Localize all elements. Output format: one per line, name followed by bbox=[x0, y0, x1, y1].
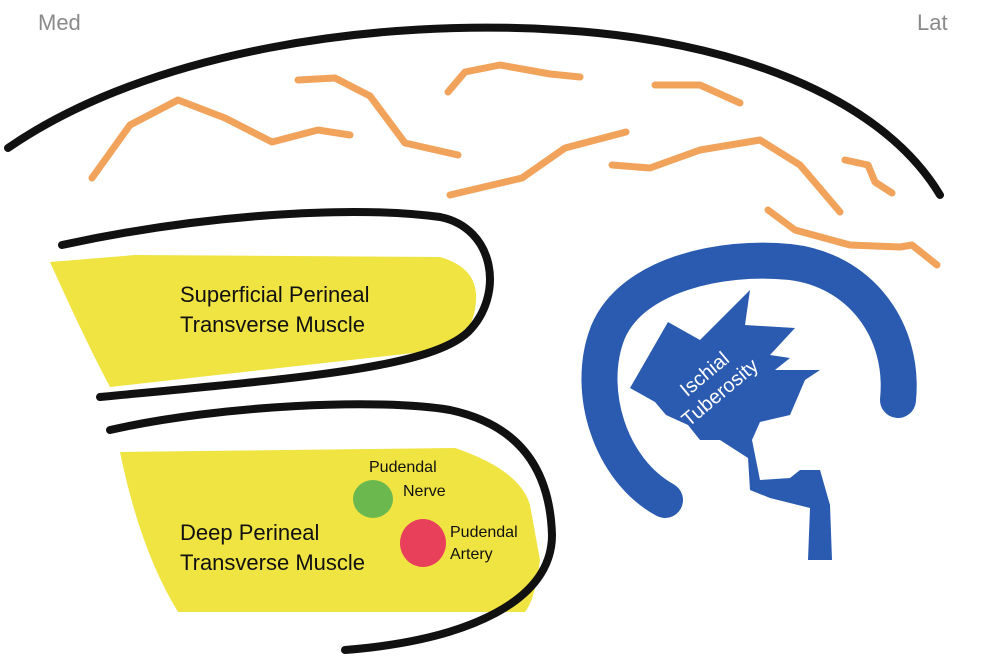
lateral-label: Lat bbox=[917, 10, 948, 35]
fiber-7 bbox=[841, 156, 896, 197]
superficial-muscle-outline bbox=[58, 208, 494, 401]
fiber-8 bbox=[764, 206, 941, 269]
ischium-bone-arc bbox=[581, 242, 917, 518]
fiber-2 bbox=[294, 74, 462, 159]
ischial-tuberosity-shape bbox=[630, 290, 832, 560]
fat-fibers bbox=[88, 61, 941, 269]
pudendal-artery-marker bbox=[400, 519, 446, 567]
fiber-5 bbox=[651, 81, 744, 107]
pudendal-artery-label-line2: Artery bbox=[450, 546, 493, 563]
fiber-3 bbox=[444, 61, 584, 96]
deep-muscle-outline bbox=[106, 400, 557, 654]
superficial-muscle-shape bbox=[50, 255, 477, 387]
pudendal-nerve-label-line2: Nerve bbox=[403, 483, 446, 500]
deep-muscle-shape bbox=[120, 448, 540, 612]
superficial-muscle-label-line2: Transverse Muscle bbox=[180, 312, 365, 337]
fiber-6 bbox=[608, 136, 844, 216]
pudendal-nerve-label-line1: Pudendal bbox=[369, 459, 437, 476]
fiber-1 bbox=[88, 96, 354, 182]
pudendal-nerve-marker bbox=[353, 480, 393, 518]
fiber-4 bbox=[446, 128, 630, 199]
pudendal-artery-label-line1: Pudendal bbox=[450, 524, 518, 541]
deep-muscle-label-line1: Deep Perineal bbox=[180, 520, 319, 545]
top-arch-outline bbox=[4, 23, 944, 199]
superficial-muscle-label-line1: Superficial Perineal bbox=[180, 282, 370, 307]
medial-label: Med bbox=[38, 10, 81, 35]
deep-muscle-label-line2: Transverse Muscle bbox=[180, 550, 365, 575]
